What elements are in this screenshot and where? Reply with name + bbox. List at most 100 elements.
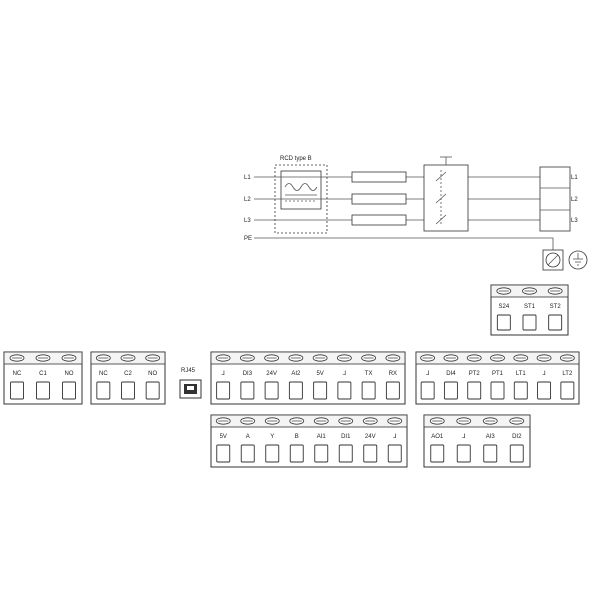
fuse-l3 xyxy=(351,214,407,226)
input-label-l2: L2 xyxy=(244,197,251,203)
terminal-label: ⅃ xyxy=(393,434,396,440)
wire-slot xyxy=(62,381,76,400)
terminal-label: NO xyxy=(65,371,74,377)
wire-slot xyxy=(443,381,458,400)
terminal-block-header xyxy=(210,351,406,365)
rj45-icon-inner xyxy=(187,386,194,390)
terminal-block-relay2: NC C2 NO xyxy=(90,351,166,405)
wire-slot xyxy=(490,381,505,400)
power-supply-section: L1 L2 L3 PE RCD type B L1 xyxy=(244,156,588,271)
terminal-label: RX xyxy=(389,371,397,377)
rcd-label: RCD type B xyxy=(280,156,312,162)
terminal-label: B xyxy=(295,434,299,440)
terminal-label: Y xyxy=(270,434,274,440)
input-label-l1: L1 xyxy=(244,175,251,181)
terminal-label: DI4 xyxy=(446,371,456,377)
wire-slot xyxy=(361,381,376,400)
input-label-l3: L3 xyxy=(244,218,251,224)
terminal-label: PT1 xyxy=(492,371,504,377)
terminal-label: NC xyxy=(99,371,108,377)
wire-slot xyxy=(240,444,255,463)
wire-slot xyxy=(560,381,575,400)
pe-label: PE xyxy=(244,236,252,242)
terminal-label: DI3 xyxy=(243,371,253,377)
fuse-l1 xyxy=(351,171,407,183)
wire-slot xyxy=(337,381,352,400)
wire-slot xyxy=(288,381,303,400)
terminal-label: A xyxy=(246,434,250,440)
terminal-block-safety: S24 ST1 ST2 xyxy=(490,284,569,336)
rj45-label: RJ45 xyxy=(181,368,196,374)
wire-slot xyxy=(509,444,524,463)
terminal-label: NC xyxy=(13,371,22,377)
wire-slot xyxy=(10,381,24,400)
terminal-label: LT2 xyxy=(562,371,573,377)
wire-slot xyxy=(265,444,280,463)
terminal-block-relay1: NC C1 NO xyxy=(3,351,83,405)
terminal-label: S24 xyxy=(498,304,509,310)
terminal-block-header xyxy=(423,414,531,428)
wire-slot xyxy=(96,381,111,400)
terminal-label: ⅃ xyxy=(462,434,465,440)
wire-slot xyxy=(216,381,231,400)
terminal-label: AO1 xyxy=(431,434,444,440)
terminal-block-header xyxy=(210,414,408,428)
wire-slot xyxy=(483,444,498,463)
output-terminal xyxy=(539,166,571,232)
terminal-label: ⅃ xyxy=(542,371,545,377)
wire-pe-drop xyxy=(540,237,554,250)
wire-slot xyxy=(36,381,50,400)
earth-ground-icon xyxy=(568,250,588,270)
output-label-l1: L1 xyxy=(571,175,578,181)
terminal-label: AI2 xyxy=(291,371,301,377)
terminal-label: ⅃ xyxy=(426,371,429,377)
rj45-port: RJ45 xyxy=(179,368,202,399)
wire-slot xyxy=(467,381,482,400)
wire-slot xyxy=(216,444,231,463)
rcd-wave-icon xyxy=(284,183,318,191)
disconnect-switch xyxy=(423,164,469,232)
terminal-label: 5V xyxy=(220,434,227,440)
terminal-label: ⅃ xyxy=(343,371,346,377)
terminal-label: TX xyxy=(365,371,373,377)
wire-slot xyxy=(496,314,511,331)
terminal-label: 24V xyxy=(365,434,376,440)
wire-slot xyxy=(338,444,353,463)
wire-slot xyxy=(121,381,135,400)
fuse-l2 xyxy=(351,193,407,205)
switch-contact-1 xyxy=(435,171,447,182)
wire-slot xyxy=(145,381,160,400)
wire-slot xyxy=(314,444,329,463)
wire-slot xyxy=(264,381,279,400)
wire-slot xyxy=(522,314,537,331)
wire-slot xyxy=(537,381,552,400)
terminal-label: ST1 xyxy=(524,304,536,310)
wire-slot xyxy=(548,314,563,331)
wire-slot xyxy=(456,444,471,463)
terminal-label: 24V xyxy=(266,371,277,377)
wire-slot xyxy=(363,444,378,463)
wire-slot xyxy=(420,381,435,400)
terminal-block-right_bottom: AO1 ⅃ AI3 DI2 xyxy=(423,414,531,468)
wire-slot xyxy=(430,444,445,463)
terminal-label: AI3 xyxy=(486,434,496,440)
terminal-label: C2 xyxy=(124,371,132,377)
terminal-label: NO xyxy=(148,371,157,377)
ground-screw-slot xyxy=(547,254,559,266)
wire-slot xyxy=(289,444,304,463)
wire-slot xyxy=(513,381,528,400)
wire-slot xyxy=(387,444,402,463)
output-label-l3: L3 xyxy=(571,218,578,224)
terminal-label: 5V xyxy=(316,371,323,377)
terminal-label: C1 xyxy=(39,371,47,377)
terminal-label: DI1 xyxy=(341,434,351,440)
terminal-label: DI2 xyxy=(512,434,522,440)
output-label-l2: L2 xyxy=(571,197,578,203)
terminal-label: ST2 xyxy=(550,304,562,310)
